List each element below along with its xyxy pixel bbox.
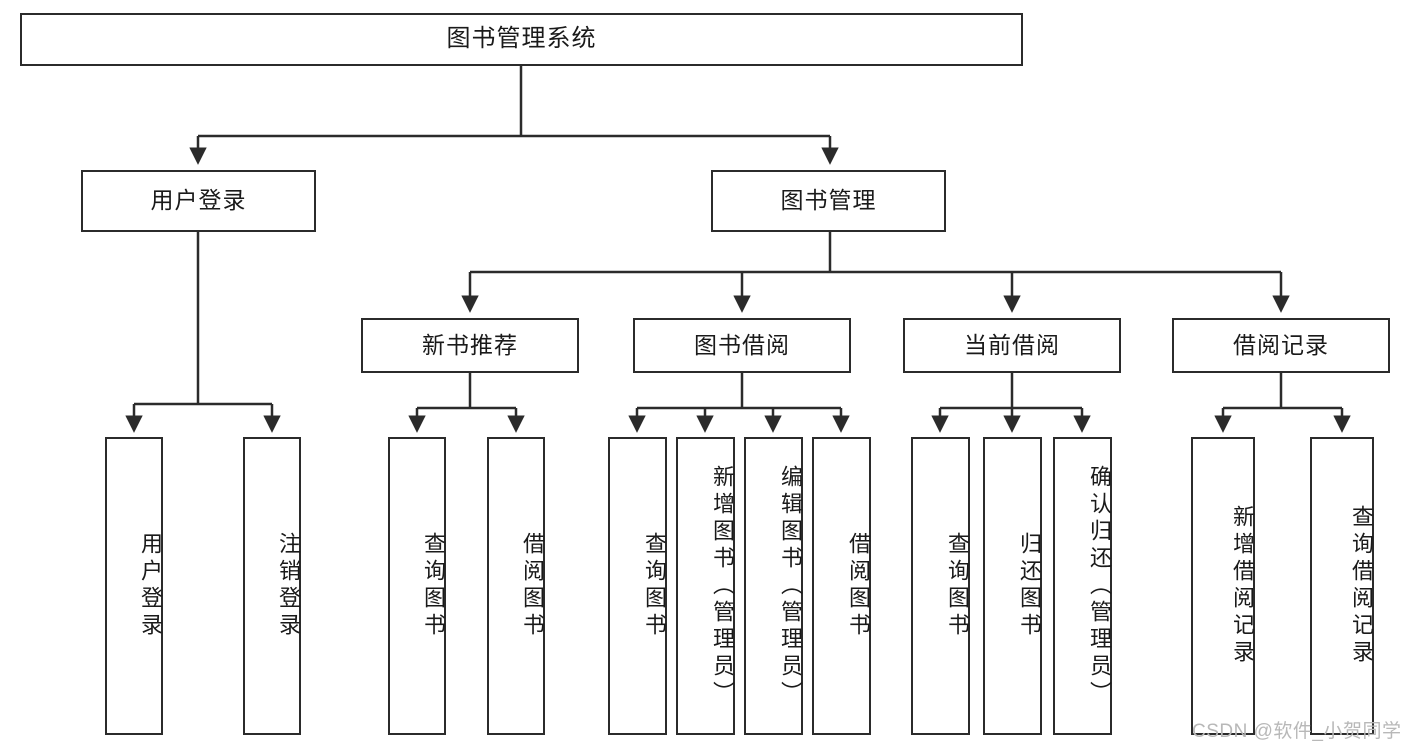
node-leaf-borrow-book-1[interactable]: 借阅图书 [487, 437, 545, 735]
node-leaf-confirm-return-admin[interactable]: 确认归还（管理员） [1053, 437, 1112, 735]
leaf-label: 借阅图书 [846, 532, 871, 640]
node-current-borrow[interactable]: 当前借阅 [903, 318, 1121, 373]
node-user-login[interactable]: 用户登录 [81, 170, 316, 232]
node-leaf-borrow-book-2[interactable]: 借阅图书 [812, 437, 871, 735]
leaf-label: 用户登录 [138, 532, 163, 640]
node-book-manage[interactable]: 图书管理 [711, 170, 946, 232]
node-leaf-add-book-admin[interactable]: 新增图书（管理员） [676, 437, 735, 735]
node-leaf-query-book-2[interactable]: 查询图书 [608, 437, 667, 735]
node-leaf-query-borrow-record[interactable]: 查询借阅记录 [1310, 437, 1374, 735]
leaf-label: 借阅图书 [520, 532, 545, 640]
node-leaf-edit-book-admin[interactable]: 编辑图书（管理员） [744, 437, 803, 735]
node-new-book-recommend[interactable]: 新书推荐 [361, 318, 579, 373]
node-leaf-return-book[interactable]: 归还图书 [983, 437, 1042, 735]
node-leaf-query-book-3[interactable]: 查询图书 [911, 437, 970, 735]
leaf-label: 查询借阅记录 [1349, 505, 1374, 667]
leaf-label: 新增图书（管理员） [710, 464, 735, 708]
node-book-borrow[interactable]: 图书借阅 [633, 318, 851, 373]
leaf-label: 注销登录 [276, 532, 301, 640]
leaf-label: 新增借阅记录 [1230, 505, 1255, 667]
leaf-label: 编辑图书（管理员） [778, 464, 803, 708]
leaf-label: 归还图书 [1017, 532, 1042, 640]
leaf-label: 查询图书 [945, 532, 970, 640]
node-leaf-user-logout[interactable]: 注销登录 [243, 437, 301, 735]
leaf-label: 查询图书 [421, 532, 446, 640]
node-leaf-query-book-1[interactable]: 查询图书 [388, 437, 446, 735]
leaf-label: 确认归还（管理员） [1087, 464, 1112, 708]
node-leaf-add-borrow-record[interactable]: 新增借阅记录 [1191, 437, 1255, 735]
leaf-label: 查询图书 [642, 532, 667, 640]
node-root-book-management-system[interactable]: 图书管理系统 [20, 13, 1023, 66]
node-leaf-user-login[interactable]: 用户登录 [105, 437, 163, 735]
node-borrow-record[interactable]: 借阅记录 [1172, 318, 1390, 373]
csdn-watermark: CSDN @软件_小贺同学 [1192, 721, 1402, 742]
